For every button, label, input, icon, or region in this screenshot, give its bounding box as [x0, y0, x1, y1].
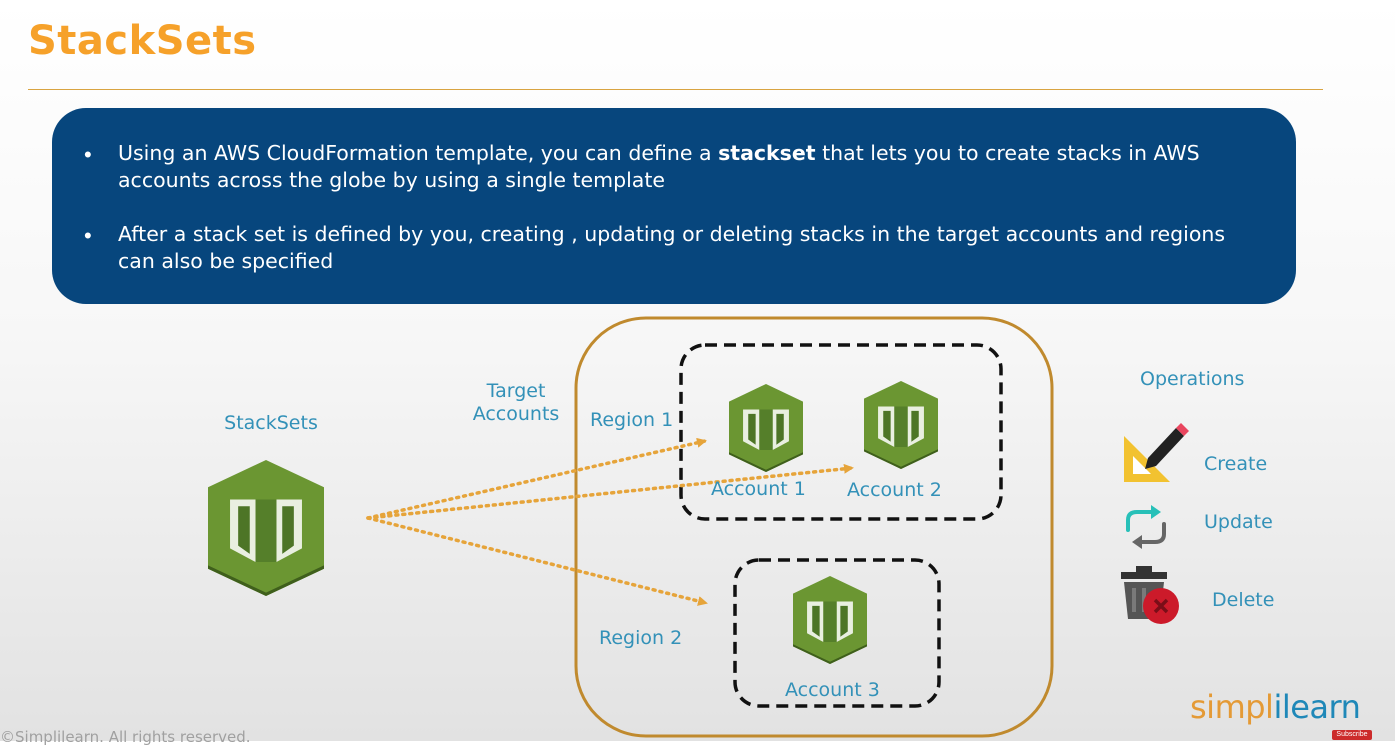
bullet-marker-1: •	[84, 142, 92, 167]
refresh-arrows-icon	[1126, 505, 1166, 549]
target-accounts-label-line2: Accounts	[472, 403, 560, 425]
region-1-box	[679, 343, 1003, 521]
logo-part1: simpl	[1190, 688, 1274, 726]
account-3-label: Account 3	[785, 679, 880, 701]
arrow-to-account-2	[366, 463, 854, 520]
cloudformation-icon	[793, 576, 867, 664]
operation-delete-label: Delete	[1212, 589, 1275, 611]
bullet1-pre: Using an AWS CloudFormation template, yo…	[118, 141, 719, 165]
operations-heading: Operations	[1140, 368, 1245, 390]
trash-delete-icon	[1121, 566, 1179, 624]
cloudformation-icon	[729, 384, 803, 472]
account-2-label: Account 2	[847, 479, 942, 501]
simplilearn-logo: simplilearn	[1190, 688, 1361, 726]
account-1-label: Account 1	[711, 478, 806, 500]
pencil-ruler-icon	[1124, 423, 1189, 482]
region-1-label: Region 1	[590, 409, 674, 431]
cloudformation-icon	[208, 460, 324, 596]
arrow-to-account-1	[366, 437, 707, 520]
logo-sep: i	[1273, 688, 1282, 726]
operation-create-label: Create	[1204, 453, 1268, 475]
title-divider	[28, 89, 1323, 90]
operation-update-label: Update	[1204, 511, 1273, 533]
cloudformation-icon	[864, 381, 938, 469]
arrow-to-account-3	[366, 516, 708, 606]
target-accounts-container	[574, 316, 1054, 738]
bullet1-bold: stackset	[718, 141, 816, 165]
info-box: • Using an AWS CloudFormation template, …	[52, 108, 1296, 304]
region-2-label: Region 2	[599, 627, 683, 649]
logo-part2: learn	[1281, 688, 1361, 726]
region-2-box	[733, 558, 941, 708]
bullet-text-2: After a stack set is defined by you, cre…	[118, 222, 1226, 273]
subscribe-button[interactable]: Subscribe	[1332, 730, 1372, 740]
copyright-footer: ©Simplilearn. All rights reserved.	[0, 728, 251, 746]
stacksets-label: StackSets	[224, 412, 318, 434]
bullet-text-1: Using an AWS CloudFormation template, yo…	[118, 140, 1268, 194]
target-accounts-label-line1: Target	[486, 380, 546, 402]
bullet-marker-2: •	[84, 223, 92, 248]
page-title: StackSets	[28, 18, 257, 64]
bullet1-post: that lets you to create stacks in AWS ac…	[118, 141, 1200, 192]
